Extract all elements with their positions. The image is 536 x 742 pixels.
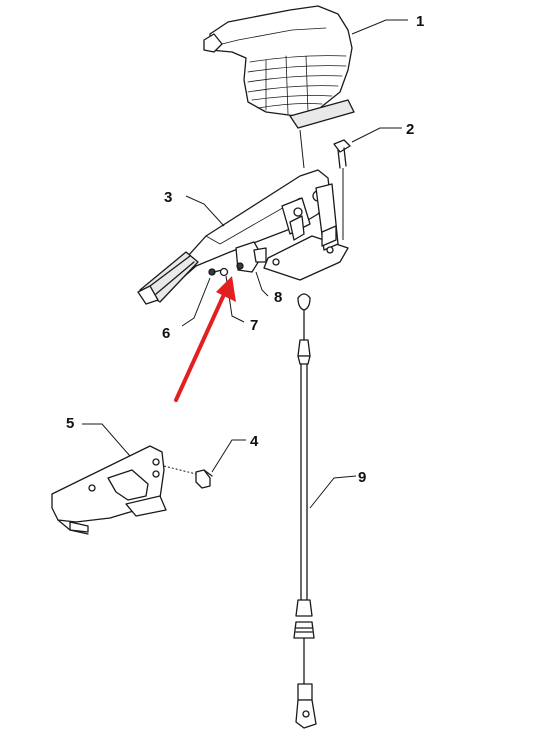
assembly-axis-line [299,129,305,169]
part-3-hand-brake-lever[interactable] [137,169,331,305]
leader-line-8 [255,271,269,297]
part-7-washer[interactable] [219,267,229,277]
lever-mounting-bracket[interactable] [263,183,349,281]
leader-line-1 [351,19,387,35]
leader-line-3 [185,195,225,227]
callout-6[interactable]: 6 [162,325,170,342]
callout-8[interactable]: 8 [274,289,282,306]
part-1-lever-boot[interactable] [203,5,355,129]
bolt-4-axis-line [163,465,197,475]
part-9-brake-cable[interactable] [293,293,317,729]
leader-line-5 [82,423,131,457]
part-2-bolt[interactable] [333,139,351,169]
part-4-bolt[interactable] [195,469,213,489]
leader-line-9 [309,475,357,509]
callout-2[interactable]: 2 [406,121,414,138]
leader-line-4 [211,439,246,473]
part-8-switch[interactable] [235,241,267,273]
callout-9[interactable]: 9 [358,469,366,486]
callout-4[interactable]: 4 [250,433,259,450]
callout-3[interactable]: 3 [164,189,172,206]
leader-line-6 [181,277,211,327]
leader-line-2 [351,127,402,143]
callout-5[interactable]: 5 [66,415,74,432]
highlight-arrow [174,276,236,402]
callout-7[interactable]: 7 [250,317,258,334]
part-5-mounting-bracket[interactable] [51,445,167,535]
callout-1[interactable]: 1 [416,13,424,30]
